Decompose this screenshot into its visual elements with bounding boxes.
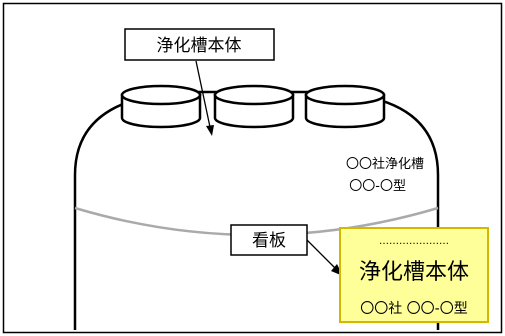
- signboard: [339, 227, 489, 323]
- signboard-dots: …………………: [379, 236, 449, 247]
- signboard-subtitle: 〇〇社 〇〇-〇型: [360, 301, 468, 317]
- tank-callout-box: [124, 28, 275, 61]
- tank-callout-label: 浄化槽本体: [157, 36, 242, 56]
- signboard-callout-label: 看板: [252, 231, 286, 251]
- signboard-callout-box: [230, 224, 308, 256]
- tank-callout-arrow: [195, 60, 214, 136]
- manhole-cover-left: [120, 84, 202, 129]
- signboard-title: 浄化槽本体: [359, 260, 469, 285]
- manhole-cover-right: [304, 84, 386, 129]
- tank-marking-line1: 〇〇社浄化槽: [346, 156, 424, 172]
- tank-marking-line2: 〇〇-〇型: [349, 179, 406, 194]
- manhole-cover-middle: [213, 84, 295, 129]
